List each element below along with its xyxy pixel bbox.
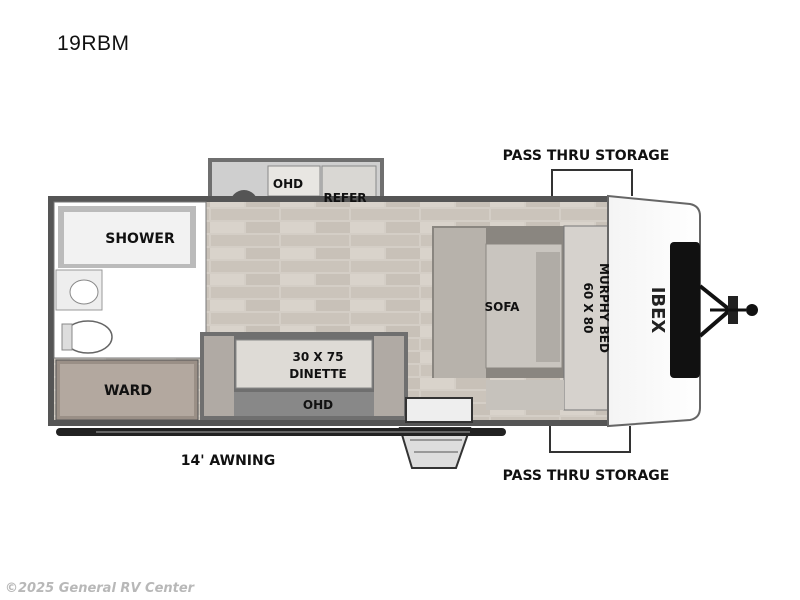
murphy-size-label: 60 X 80 bbox=[581, 282, 595, 333]
dinette bbox=[200, 332, 408, 420]
pass-thru-storage-bottom bbox=[549, 426, 631, 453]
ohd-top-label: OHD bbox=[273, 177, 303, 191]
watermark: ©2025 General RV Center bbox=[5, 581, 195, 596]
pass-thru-storage-top bbox=[551, 169, 633, 196]
refer-label: REFER bbox=[323, 191, 366, 205]
entry-steps bbox=[398, 397, 473, 469]
ohd-bottom-label: OHD bbox=[303, 398, 333, 412]
bathroom bbox=[53, 201, 207, 359]
pass-thru-label-bottom: PASS THRU STORAGE bbox=[503, 468, 670, 484]
front-cap bbox=[607, 194, 758, 428]
sofa-label: SOFA bbox=[485, 300, 521, 314]
dinette-label: DINETTE bbox=[289, 367, 347, 381]
dinette-size-label: 30 X 75 bbox=[292, 350, 343, 364]
awning bbox=[56, 428, 506, 436]
pass-thru-label-top: PASS THRU STORAGE bbox=[503, 148, 670, 164]
shower-label: SHOWER bbox=[105, 231, 175, 247]
sofa-area bbox=[432, 225, 609, 411]
brand-logo: IBEX bbox=[647, 287, 668, 334]
murphy-bed-label: MURPHY BED bbox=[597, 263, 611, 353]
wardrobe bbox=[55, 359, 199, 421]
awning-label: 14' AWNING bbox=[181, 453, 275, 469]
model-title: 19RBM bbox=[57, 32, 130, 55]
ward-label: WARD bbox=[104, 383, 152, 399]
